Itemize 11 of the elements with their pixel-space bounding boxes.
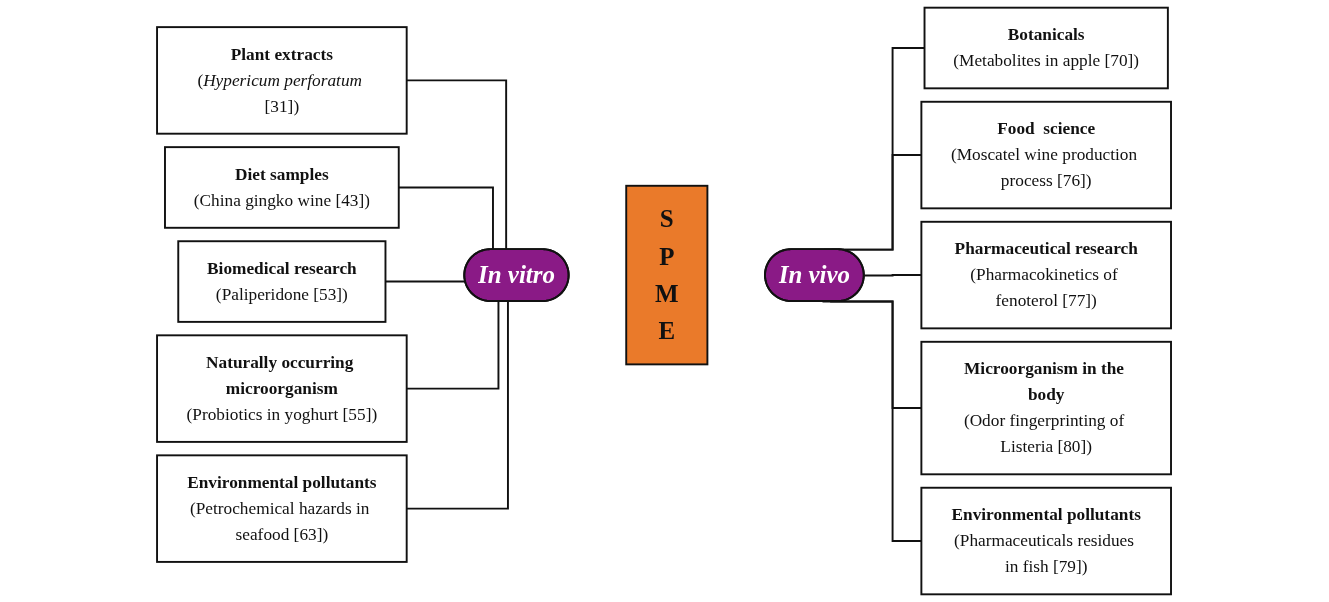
node-box: Biomedical research (Paliperidone [53]) xyxy=(177,240,387,323)
node-box: Environmental pollutants (Pharmaceuticals residues in fish [79]) xyxy=(920,486,1173,596)
node-box: Food science (Moscatel wine production process [76]) xyxy=(920,100,1173,210)
node-box: Plant extracts (Hypericum perforatum [31]) xyxy=(156,26,409,135)
node-box: SPME xyxy=(625,184,709,366)
node-box: Pharmaceutical research (Pharmacokinetics of fenoterol [77]) xyxy=(920,220,1173,330)
node-box: Environmental pollutants (Petrochemical hazards in seafood [63]) xyxy=(156,454,409,563)
node-box: Botanicals (Metabolites in apple [70]) xyxy=(924,6,1170,90)
node-box: Microorganism in the body (Odor fingerprinting of Listeria [80]) xyxy=(920,340,1173,476)
node-box: Naturally occurring microorganism (Probiotics in yoghurt [55]) xyxy=(156,334,409,443)
node-box: Diet samples (China gingko wine [43]) xyxy=(164,146,401,229)
